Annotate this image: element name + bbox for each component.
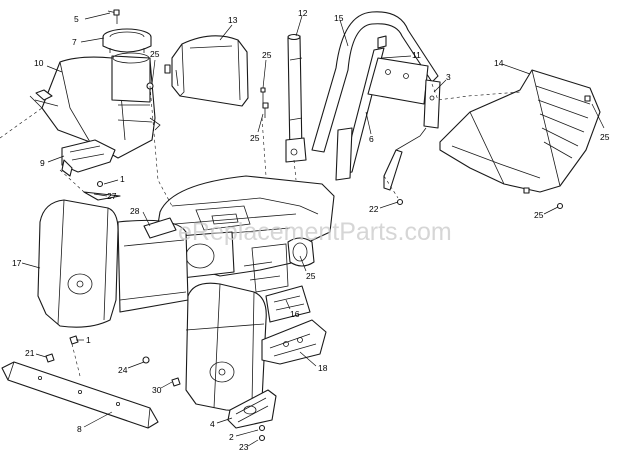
handle-bracket xyxy=(335,35,429,181)
callout-2: 2 xyxy=(229,432,234,442)
callout-25: 25 xyxy=(600,132,610,142)
chute-ring xyxy=(102,28,152,53)
skid-shoe xyxy=(227,389,277,429)
callout-16: 16 xyxy=(290,309,300,319)
callout-9: 9 xyxy=(40,158,45,168)
foot-plate xyxy=(439,69,601,193)
callout-25: 25 xyxy=(250,133,260,143)
callout-15: 15 xyxy=(334,13,344,23)
callout-14: 14 xyxy=(494,58,504,68)
callout-10: 10 xyxy=(34,58,44,68)
auger-mount xyxy=(143,217,177,239)
callout-3: 3 xyxy=(446,72,451,82)
callout-25: 25 xyxy=(150,49,160,59)
callout-13: 13 xyxy=(228,15,238,25)
leader-lines xyxy=(21,12,605,447)
chute-bracket xyxy=(61,139,116,177)
callout-11: 11 xyxy=(412,50,421,60)
hardware xyxy=(45,82,564,442)
callout-5: 5 xyxy=(74,14,79,24)
right-side-plate xyxy=(185,282,267,411)
callout-23: 23 xyxy=(239,442,249,452)
callout-30: 30 xyxy=(152,385,162,395)
callout-25: 25 xyxy=(262,50,272,60)
callout-21: 21 xyxy=(25,348,35,358)
alignment-lines xyxy=(0,83,521,377)
callout-12: 12 xyxy=(298,8,308,18)
left-side-plate xyxy=(37,199,189,328)
callout-6: 6 xyxy=(369,134,374,144)
bolt-25-cover xyxy=(260,87,269,118)
callout-7: 7 xyxy=(72,37,77,47)
callout-labels: 5 7 10 25 13 25 25 12 15 11 3 6 14 25 9 … xyxy=(12,8,610,452)
scraper-bar xyxy=(1,361,159,429)
frame-bracket xyxy=(261,319,327,365)
callout-1: 1 xyxy=(120,174,125,184)
chute-bolt xyxy=(107,9,120,24)
callout-25: 25 xyxy=(534,210,544,220)
callout-27: 27 xyxy=(107,191,117,201)
watermark-text: eReplacementParts.com xyxy=(178,218,452,246)
callout-22: 22 xyxy=(369,204,379,214)
chute-assembly xyxy=(29,52,161,159)
handle-lower-bracket xyxy=(383,79,441,191)
callout-28: 28 xyxy=(130,206,140,216)
callout-4: 4 xyxy=(210,419,215,429)
callout-8: 8 xyxy=(77,424,82,434)
callout-24: 24 xyxy=(118,365,128,375)
auger-housing xyxy=(149,175,335,293)
belt-cover xyxy=(164,35,249,107)
shaft-tube xyxy=(285,33,307,163)
callout-25: 25 xyxy=(306,271,316,281)
callout-18: 18 xyxy=(318,363,328,373)
callout-1: 1 xyxy=(86,335,91,345)
callout-17: 17 xyxy=(12,258,22,268)
handle-bar xyxy=(311,11,439,153)
